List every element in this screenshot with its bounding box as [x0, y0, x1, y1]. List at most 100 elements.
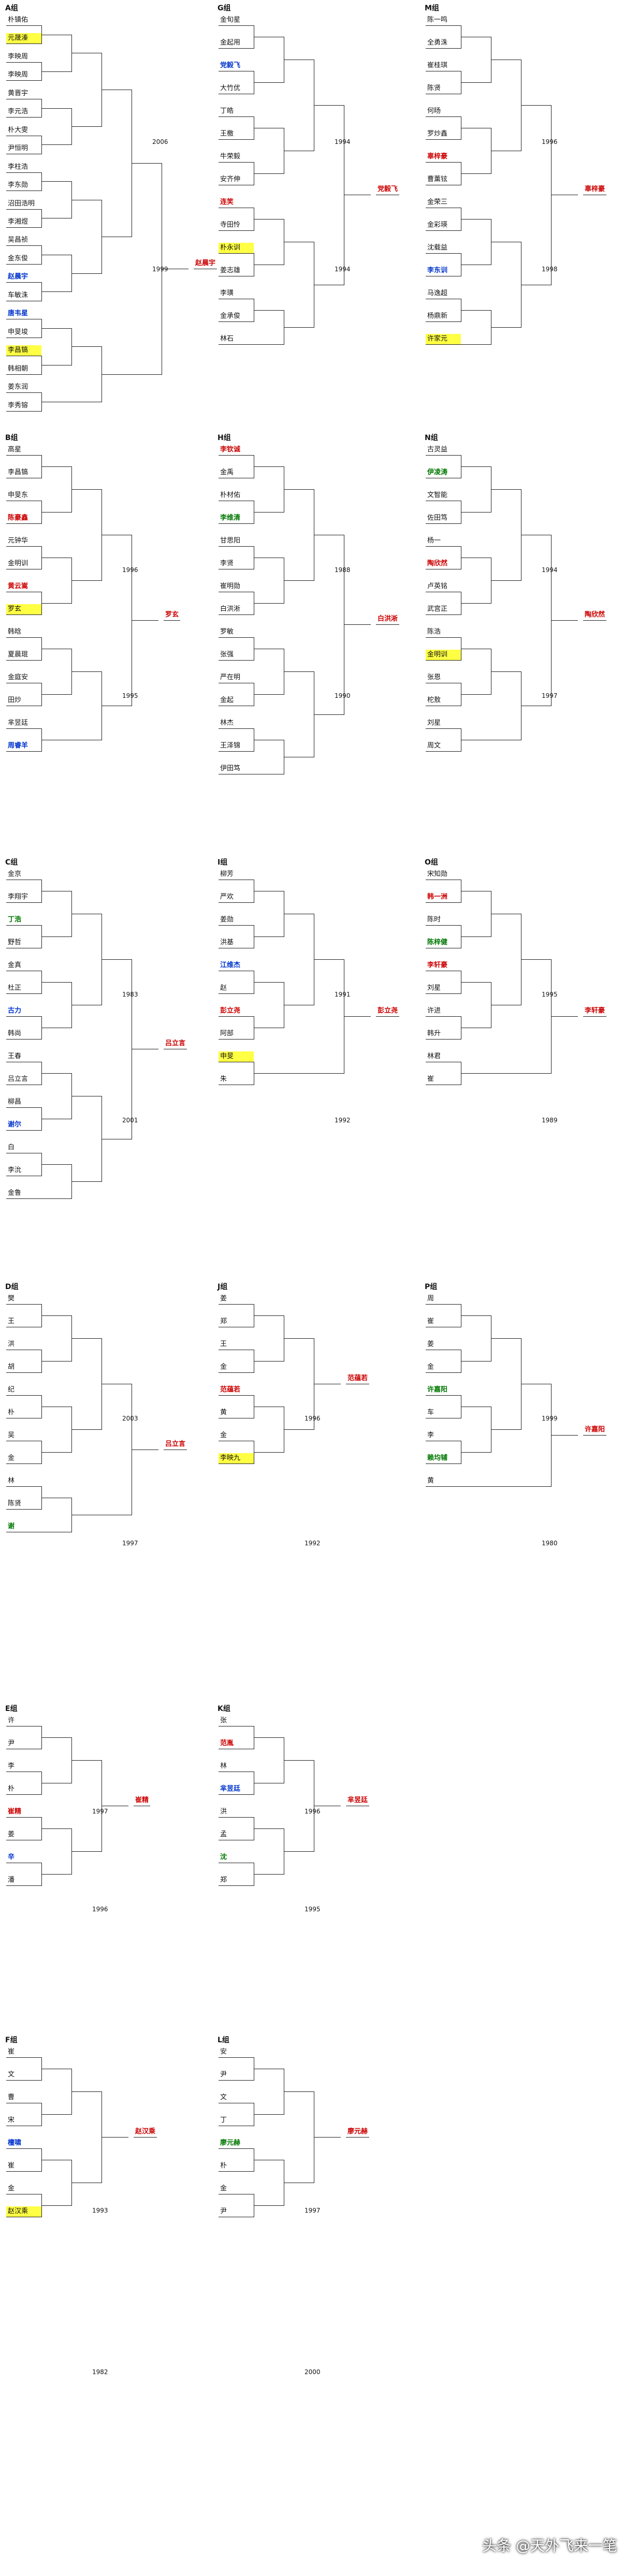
entrant-name: 陈贤	[426, 83, 461, 94]
year-label: 1995	[304, 1905, 321, 1913]
bracket-line	[458, 344, 488, 345]
bracket-line	[251, 925, 254, 926]
bracket-line	[41, 1874, 68, 1875]
entrant-name: 尹恒明	[6, 143, 41, 155]
bracket-line	[551, 1016, 578, 1017]
bracket-line	[254, 936, 281, 937]
bracket-line	[38, 1304, 41, 1305]
bracket-line	[41, 108, 68, 109]
entrant-name: 元晟溱	[6, 33, 41, 45]
entrant-name: 金明训	[426, 650, 461, 661]
year-label: 1982	[92, 2368, 108, 2376]
bracket-line	[38, 660, 41, 661]
bracket-line	[251, 455, 254, 456]
bracket-line	[458, 1304, 461, 1305]
bracket-line	[251, 993, 254, 994]
entrant-name: 陈一鸣	[426, 15, 461, 26]
bracket-line	[254, 2205, 281, 2206]
bracket-line	[71, 1760, 98, 1761]
group-title: F组	[5, 2036, 18, 2044]
entrant-name: 金禹	[219, 467, 254, 478]
year-label: 2000	[304, 2368, 321, 2376]
bracket-line	[281, 173, 284, 174]
entrant-name: 崔	[426, 1074, 461, 1085]
bracket-line	[158, 374, 162, 375]
bracket-line	[251, 1817, 254, 1818]
entrant-name: 韩晗	[6, 627, 41, 638]
entrant-name: 张恩	[426, 672, 461, 683]
entrant-name: 文	[6, 2070, 41, 2081]
entrant-name: 唐韦星	[6, 309, 41, 320]
entrant-name: 崔明勋	[219, 581, 254, 592]
entrant-name: 朴大雯	[6, 125, 41, 136]
bracket-line	[71, 273, 98, 274]
year-label: 1997	[304, 2206, 321, 2214]
bracket-line	[458, 1372, 461, 1373]
entrant-name: 纪	[6, 1385, 41, 1396]
entrant-name: 佐田笃	[426, 513, 461, 524]
bracket-line	[38, 1395, 41, 1396]
bracket-line	[458, 1016, 461, 1017]
entrant-name: 金彩瑛	[426, 220, 461, 231]
entrant-name: 沈载益	[426, 243, 461, 254]
bracket-line	[38, 1130, 41, 1131]
bracket-line	[254, 694, 281, 695]
bracket-line	[38, 1107, 41, 1108]
year-label: 1996	[542, 138, 558, 146]
entrant-name: 金起	[219, 695, 254, 706]
bracket-line	[38, 227, 41, 228]
year-label: 2001	[122, 1117, 138, 1124]
year-label: 1999	[152, 266, 168, 273]
bracket-line	[68, 2205, 71, 2206]
entrant-name: 卢英铭	[426, 581, 461, 592]
entrant-name: 李沇	[6, 1165, 41, 1176]
entrant-name: 李映九	[219, 1453, 254, 1464]
bracket-line	[38, 1039, 41, 1040]
bracket-line	[38, 172, 41, 173]
entrant-name: 芈昱廷	[6, 718, 41, 729]
entrant-name: 夏晨琨	[6, 650, 41, 661]
bracket-line	[71, 1181, 98, 1182]
entrant-name: 赵汉乘	[6, 2206, 41, 2217]
bracket-line	[251, 902, 254, 903]
bracket-line	[41, 2114, 68, 2115]
bracket-line	[311, 1429, 314, 1430]
bracket-line	[98, 1338, 102, 1339]
bracket-line	[254, 173, 281, 174]
entrant-name: 全勇洙	[426, 38, 461, 49]
bracket-line	[491, 580, 518, 581]
entrant-name: 赵	[219, 983, 254, 994]
entrant-name: 黄	[219, 1408, 254, 1418]
bracket-line	[251, 2080, 254, 2081]
bracket-line	[251, 523, 254, 524]
entrant-name: 柳昌	[6, 1097, 41, 1108]
bracket-line	[311, 1338, 314, 1339]
bracket-line	[251, 2171, 254, 2172]
entrant-name: 李映周	[6, 52, 41, 63]
bracket-line	[254, 466, 281, 467]
entrant-name: 李	[426, 1430, 461, 1441]
entrant-name: 黄云嵩	[6, 581, 41, 592]
bracket-line	[254, 1361, 281, 1362]
bracket-line	[68, 71, 71, 72]
bracket-line	[38, 2080, 41, 2081]
bracket-line	[458, 1463, 461, 1464]
entrant-name: 朴永训	[219, 243, 254, 254]
bracket-line	[254, 1874, 281, 1875]
bracket-line	[41, 144, 68, 145]
bracket-line	[461, 512, 488, 513]
final-highlight	[303, 2185, 318, 2411]
bracket-line	[38, 2057, 41, 2058]
entrant-name: 林君	[426, 1051, 461, 1062]
bracket-line	[458, 321, 461, 322]
bracket-line	[461, 466, 488, 467]
bracket-line	[38, 62, 41, 63]
bracket-line	[98, 1851, 102, 1852]
group-champion: 吕立言	[164, 1038, 187, 1050]
bracket-line	[254, 310, 281, 311]
bracket-line	[518, 580, 521, 581]
bracket-line	[71, 346, 98, 347]
entrant-name: 陶欣然	[426, 559, 461, 569]
bracket-line	[68, 1361, 71, 1362]
